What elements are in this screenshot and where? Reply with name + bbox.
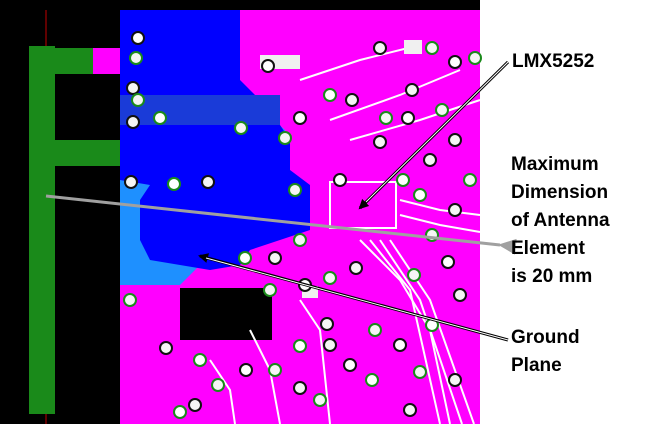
via <box>323 271 337 285</box>
via <box>131 31 145 45</box>
via <box>435 103 449 117</box>
via <box>349 261 363 275</box>
via <box>159 341 173 355</box>
via <box>201 175 215 189</box>
via <box>343 358 357 372</box>
chip-leader-white <box>365 61 509 203</box>
antenna-label-line2: Dimension <box>511 182 609 203</box>
via <box>413 188 427 202</box>
antenna-leader-arrow <box>45 194 517 255</box>
via <box>365 373 379 387</box>
via <box>448 203 462 217</box>
via <box>373 135 387 149</box>
via <box>323 338 337 352</box>
ground-leader-white <box>205 257 509 341</box>
via <box>211 378 225 392</box>
via <box>173 405 187 419</box>
via <box>261 59 275 73</box>
via <box>293 111 307 125</box>
ground-label-line1: Ground <box>511 327 580 348</box>
via <box>193 353 207 367</box>
via <box>293 339 307 353</box>
via <box>468 51 482 65</box>
via <box>423 153 437 167</box>
via <box>413 365 427 379</box>
via <box>448 55 462 69</box>
via <box>333 173 347 187</box>
via <box>238 251 252 265</box>
vias <box>123 31 482 419</box>
via <box>263 283 277 297</box>
via <box>129 51 143 65</box>
via <box>153 111 167 125</box>
via <box>188 398 202 412</box>
via <box>407 268 421 282</box>
via <box>368 323 382 337</box>
via <box>320 317 334 331</box>
via <box>293 233 307 247</box>
antenna-label-line5: is 20 mm <box>511 266 593 287</box>
antenna-label-line3: of Antenna <box>511 210 610 231</box>
via <box>345 93 359 107</box>
via <box>167 177 181 191</box>
chip-label: LMX5252 <box>512 51 595 72</box>
antenna-label-line1: Maximum <box>511 154 599 175</box>
via <box>373 41 387 55</box>
via <box>425 41 439 55</box>
via <box>234 121 248 135</box>
via <box>403 403 417 417</box>
via <box>405 83 419 97</box>
via <box>463 173 477 187</box>
via <box>448 373 462 387</box>
via <box>123 293 137 307</box>
via <box>448 133 462 147</box>
black-components <box>150 10 272 340</box>
via <box>268 251 282 265</box>
antenna-label-line4: Element <box>511 238 585 259</box>
via <box>453 288 467 302</box>
ground-label-line2: Plane <box>511 355 562 376</box>
via <box>313 393 327 407</box>
via <box>239 363 253 377</box>
via <box>124 175 138 189</box>
via <box>393 338 407 352</box>
antenna-element <box>29 46 120 414</box>
via <box>441 255 455 269</box>
via <box>288 183 302 197</box>
via <box>278 131 292 145</box>
via <box>126 81 140 95</box>
via <box>293 381 307 395</box>
via <box>323 88 337 102</box>
board-top-strip <box>0 0 480 10</box>
via <box>396 173 410 187</box>
via <box>401 111 415 125</box>
traces <box>209 44 481 424</box>
ground-plane-region <box>120 10 310 270</box>
via <box>131 93 145 107</box>
via <box>379 111 393 125</box>
via <box>268 363 282 377</box>
via <box>126 115 140 129</box>
